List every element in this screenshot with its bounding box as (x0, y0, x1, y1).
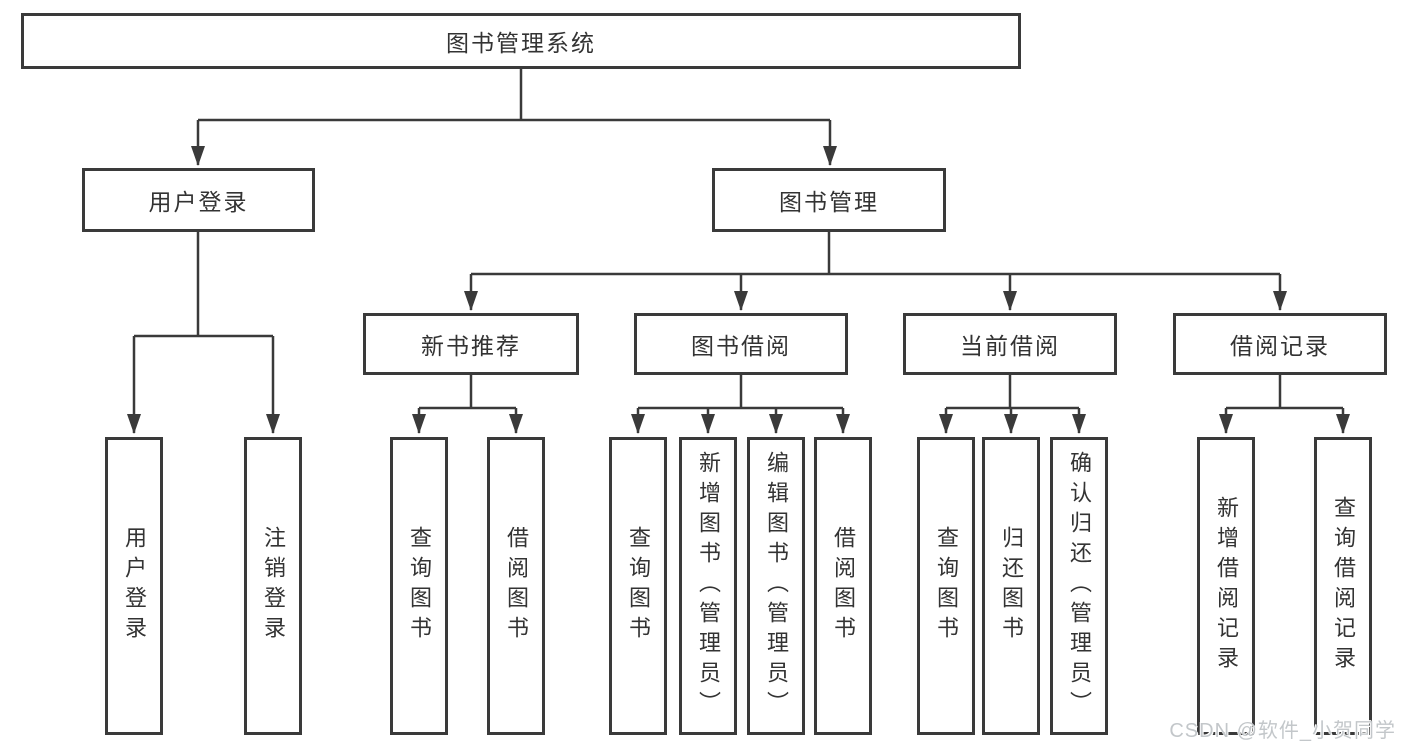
leaf-current-query-books-label: 查询图书 (934, 526, 959, 646)
leaf-return-books: 归还图书 (982, 437, 1040, 735)
leaf-query-borrow-record-label: 查询借阅记录 (1331, 496, 1356, 676)
leaf-add-borrow-record: 新增借阅记录 (1197, 437, 1255, 735)
leaf-add-borrow-record-label: 新增借阅记录 (1214, 496, 1239, 676)
node-root-label: 图书管理系统 (446, 30, 596, 56)
leaf-logout: 注销登录 (244, 437, 302, 735)
leaf-recommend-query-books: 查询图书 (390, 437, 448, 735)
leaf-return-books-label: 归还图书 (999, 526, 1024, 646)
leaf-borrow-query-books-label: 查询图书 (626, 526, 651, 646)
leaf-user-login-label: 用户登录 (122, 526, 147, 646)
leaf-borrow-query-books: 查询图书 (609, 437, 667, 735)
node-current-borrow: 当前借阅 (903, 313, 1117, 375)
node-book-management: 图书管理 (712, 168, 946, 232)
leaf-recommend-query-books-label: 查询图书 (407, 526, 432, 646)
leaf-current-query-books: 查询图书 (917, 437, 975, 735)
leaf-recommend-borrow-books-label: 借阅图书 (504, 526, 529, 646)
leaf-confirm-return-admin-label: 确认归还（管理员） (1067, 451, 1092, 721)
node-borrow-records: 借阅记录 (1173, 313, 1387, 375)
leaf-confirm-return-admin: 确认归还（管理员） (1050, 437, 1108, 735)
leaf-recommend-borrow-books: 借阅图书 (487, 437, 545, 735)
node-new-book-recommend: 新书推荐 (363, 313, 579, 375)
watermark: CSDN @软件_小贺同学 (1169, 720, 1396, 742)
node-book-borrow: 图书借阅 (634, 313, 848, 375)
node-root: 图书管理系统 (21, 13, 1021, 69)
leaf-query-borrow-record: 查询借阅记录 (1314, 437, 1372, 735)
leaf-edit-books-admin: 编辑图书（管理员） (747, 437, 805, 735)
node-user-login-label: 用户登录 (148, 189, 249, 215)
leaf-user-login: 用户登录 (105, 437, 163, 735)
node-borrow-records-label: 借阅记录 (1230, 333, 1330, 359)
leaf-add-books-admin: 新增图书（管理员） (679, 437, 737, 735)
leaf-edit-books-admin-label: 编辑图书（管理员） (764, 451, 789, 721)
leaf-borrow-books-label: 借阅图书 (831, 526, 856, 646)
leaf-add-books-admin-label: 新增图书（管理员） (696, 451, 721, 721)
node-current-borrow-label: 当前借阅 (960, 333, 1060, 359)
node-new-book-recommend-label: 新书推荐 (421, 333, 521, 359)
leaf-borrow-books: 借阅图书 (814, 437, 872, 735)
node-book-borrow-label: 图书借阅 (691, 333, 791, 359)
node-book-management-label: 图书管理 (779, 189, 879, 215)
leaf-logout-label: 注销登录 (261, 526, 286, 646)
node-user-login: 用户登录 (82, 168, 315, 232)
